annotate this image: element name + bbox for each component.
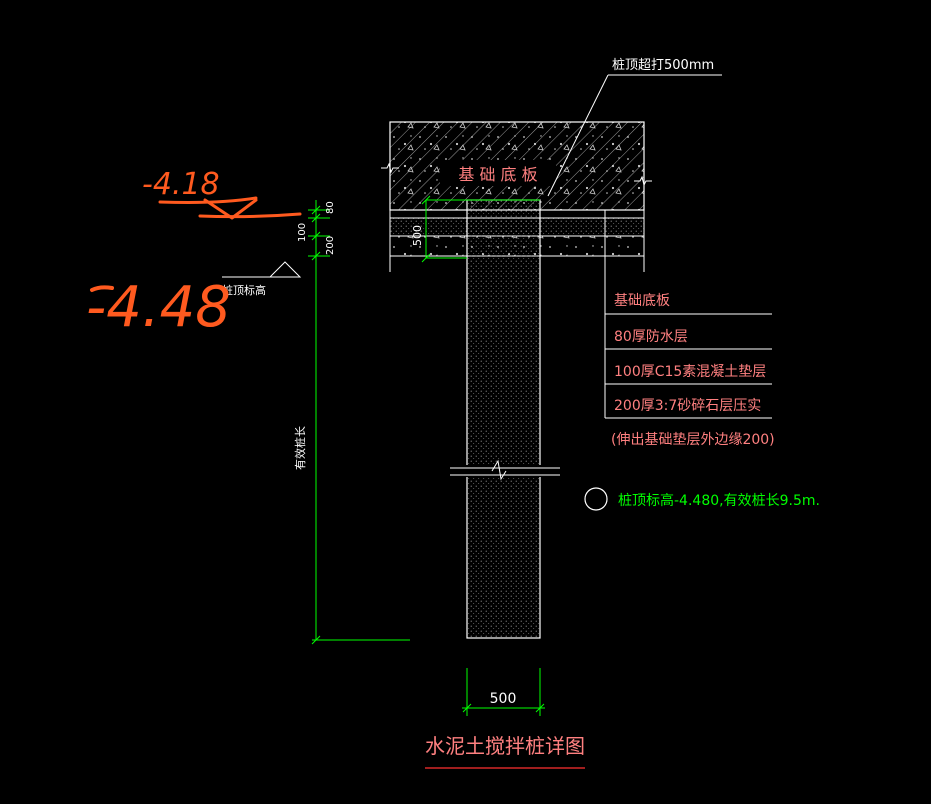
layer-3-text: 100厚C15素混凝土垫层	[614, 364, 766, 380]
left-dimension-chain	[308, 200, 410, 645]
drawing-title: 水泥土搅拌桩详图	[425, 734, 585, 758]
handwritten-elevation-2: -4.48	[86, 275, 231, 340]
callout-leader	[547, 74, 722, 197]
foundation-slab	[389, 121, 645, 211]
overshoot-dim-label: 500	[411, 225, 424, 246]
layer-1-text: 基础底板	[614, 292, 670, 309]
note-marker-circle	[584, 487, 608, 511]
dim-80-label: 80	[325, 201, 336, 214]
width-dimension	[462, 668, 545, 716]
layer-4-text: 200厚3:7砂碎石层压实	[614, 398, 761, 414]
cement-soil-pile	[450, 199, 560, 639]
dim-100-label: 100	[297, 223, 308, 242]
slab-label: 基 础 底 板	[458, 165, 537, 184]
handwritten-elevation-1: -4.18	[142, 167, 220, 202]
layers-note-text: (伸出基础垫层外边缘200)	[611, 431, 775, 448]
layer-table-lines	[604, 258, 772, 419]
pile-width-dim-label: 500	[490, 691, 517, 707]
slab-break-marks	[381, 162, 652, 187]
pile-top-mark-label: 桩顶标高	[222, 283, 266, 297]
callout-overshoot-text: 桩顶超打500mm	[612, 58, 714, 73]
elevation-symbol	[222, 261, 302, 278]
effective-length-label: 有效桩长	[293, 426, 307, 470]
overshoot-dimension	[421, 195, 540, 263]
handwritten-markup	[90, 196, 302, 292]
dim-200-label: 200	[325, 236, 336, 255]
pile-note-text: 桩顶标高-4.480,有效桩长9.5m.	[618, 492, 820, 509]
layer-2-text: 80厚防水层	[614, 329, 688, 345]
svg-labels: 桩顶超打500mm 基 础 底 板 80 100 200 500 有效桩长 桩顶…	[222, 58, 820, 758]
